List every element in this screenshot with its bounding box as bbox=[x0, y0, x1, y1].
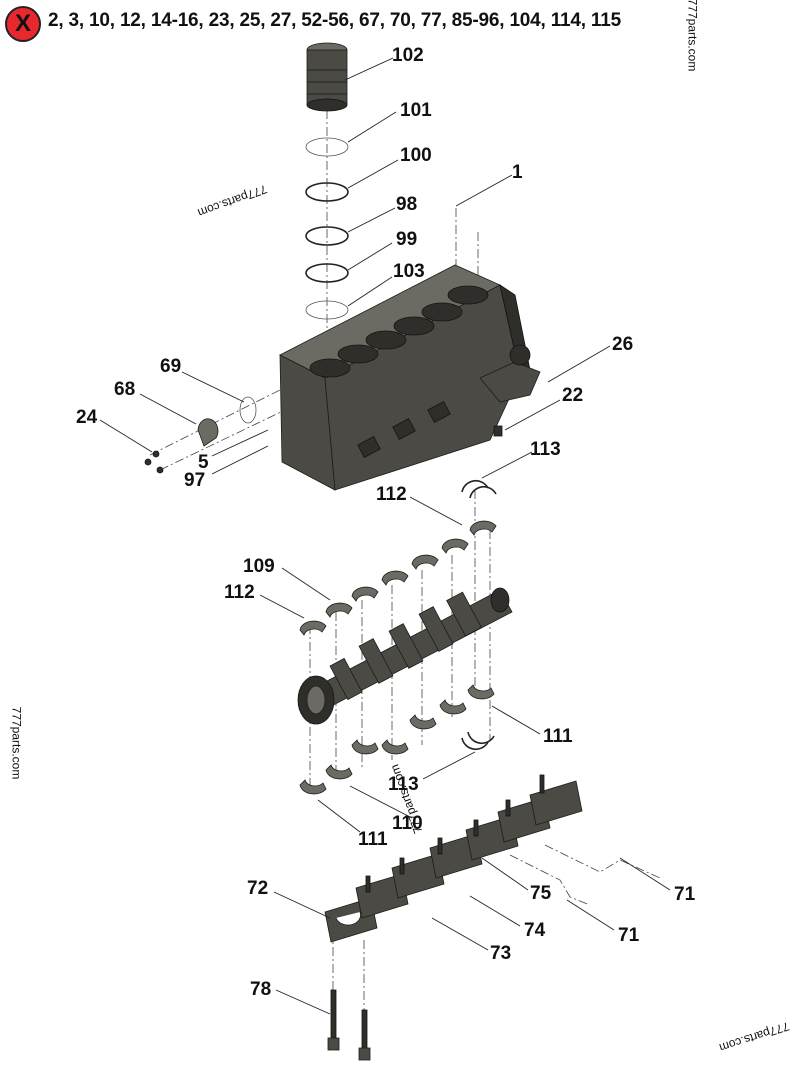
engine-block bbox=[279, 264, 541, 491]
callout-109: 109 bbox=[243, 556, 275, 577]
callout-97: 97 bbox=[184, 470, 205, 491]
cover-68 bbox=[197, 418, 219, 447]
seal-rings bbox=[305, 137, 349, 320]
callout-113-lower: 113 bbox=[388, 774, 419, 795]
crankshaft bbox=[297, 587, 513, 725]
excluded-items-badge: X bbox=[5, 6, 41, 42]
cylinder-liner bbox=[306, 42, 348, 112]
callout-98: 98 bbox=[396, 194, 417, 215]
callout-101: 101 bbox=[400, 100, 432, 121]
bolt-24 bbox=[152, 450, 160, 458]
callout-100: 100 bbox=[400, 145, 432, 166]
callout-24: 24 bbox=[76, 407, 98, 428]
lower-bearing-shells bbox=[299, 684, 495, 795]
callout-1: 1 bbox=[512, 162, 523, 183]
main-bearing-bolts bbox=[327, 989, 371, 1061]
bolt-97 bbox=[156, 466, 164, 474]
thrust-washers-upper bbox=[461, 479, 497, 499]
callout-99: 99 bbox=[396, 229, 417, 250]
callout-111-left: 111 bbox=[358, 829, 388, 850]
callout-72: 72 bbox=[247, 878, 268, 899]
callout-78: 78 bbox=[250, 979, 271, 1000]
gasket-69 bbox=[239, 396, 257, 424]
callout-111-right: 111 bbox=[543, 726, 573, 747]
callout-74: 74 bbox=[524, 920, 546, 941]
front-cover-parts bbox=[144, 396, 257, 474]
leader-lines bbox=[99, 57, 671, 1015]
callout-113-upper: 113 bbox=[530, 439, 561, 460]
callout-69: 69 bbox=[160, 356, 181, 377]
callout-26: 26 bbox=[612, 334, 633, 355]
callout-110: 110 bbox=[392, 813, 423, 834]
callout-68: 68 bbox=[114, 379, 135, 400]
main-bearing-caps bbox=[324, 774, 583, 943]
o-ring-100 bbox=[305, 182, 349, 202]
callout-22: 22 bbox=[562, 385, 583, 406]
callout-102: 102 bbox=[392, 45, 424, 66]
upper-bearing-shells bbox=[299, 520, 497, 636]
callout-5: 5 bbox=[198, 452, 209, 473]
excluded-items-list: 2, 3, 10, 12, 14-16, 23, 25, 27, 52-56, … bbox=[48, 10, 621, 31]
callout-73: 73 bbox=[490, 943, 511, 964]
callout-112-upper: 112 bbox=[376, 484, 407, 505]
callout-75: 75 bbox=[530, 883, 552, 904]
o-ring-99 bbox=[305, 263, 349, 283]
callout-labels: 102 101 100 1 98 99 103 26 69 68 22 24 5… bbox=[76, 45, 696, 1000]
callout-71-upper: 71 bbox=[674, 884, 696, 905]
callout-112-lower: 112 bbox=[224, 582, 255, 603]
callout-103: 103 bbox=[393, 261, 425, 282]
seal-ring-103 bbox=[305, 300, 349, 320]
callout-71-lower: 71 bbox=[618, 925, 640, 946]
o-ring-98 bbox=[305, 226, 349, 246]
seal-ring-101 bbox=[305, 137, 349, 157]
